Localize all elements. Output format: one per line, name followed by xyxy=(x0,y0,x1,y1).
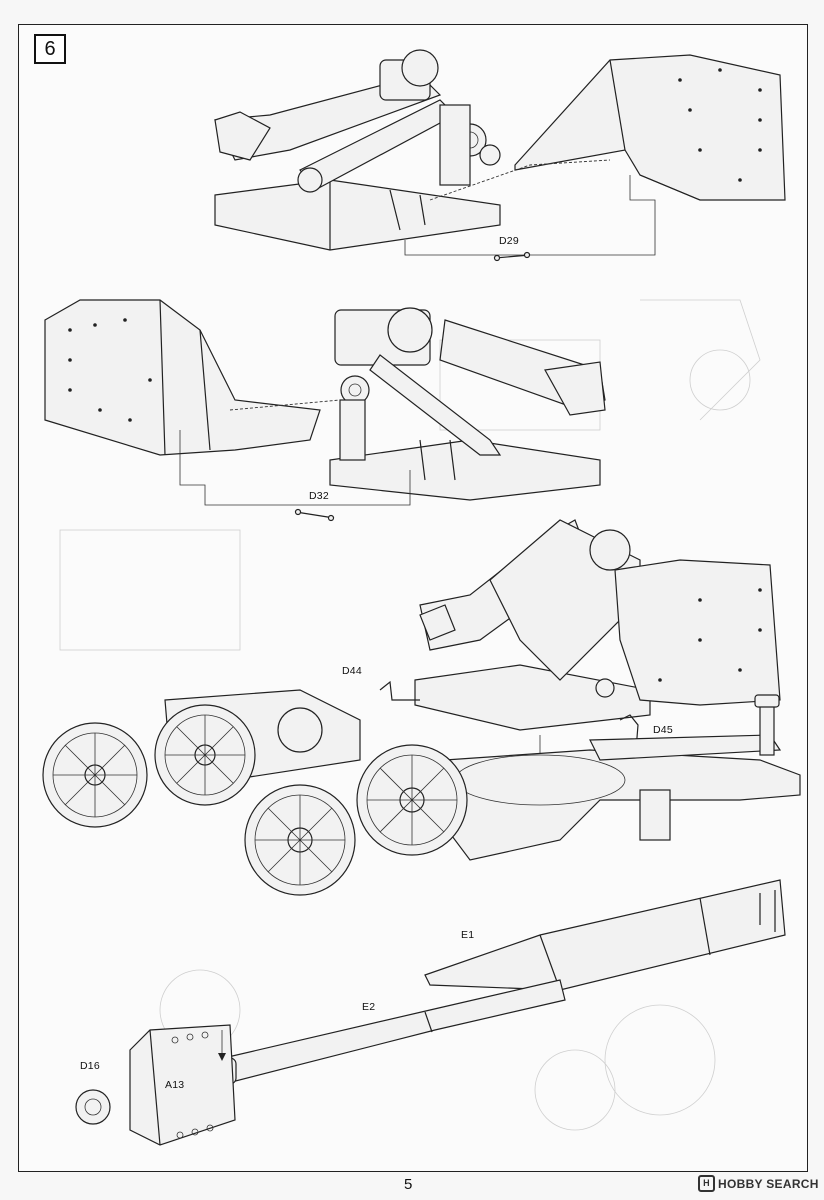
watermark-text: HOBBY SEARCH xyxy=(718,1176,819,1191)
part-d45-bracket xyxy=(619,714,639,751)
upper-carriage-assembled xyxy=(414,519,781,731)
barrel-e2 xyxy=(207,979,566,1086)
label-d29: D29 xyxy=(499,235,519,247)
part-d16-cap xyxy=(75,1089,111,1125)
muzzle-brake-a13 xyxy=(129,1024,236,1146)
shield-left-middle xyxy=(44,299,321,456)
label-d44: D44 xyxy=(342,665,362,677)
upper-carriage-top xyxy=(214,49,501,251)
part-d32-pin xyxy=(294,508,335,522)
shield-right-top xyxy=(514,54,786,201)
part-d44-bracket xyxy=(379,680,420,701)
part-d29-pin xyxy=(493,251,531,262)
label-d32: D32 xyxy=(309,490,329,502)
barrel-half-e1 xyxy=(424,879,786,991)
watermark: H HOBBY SEARCH xyxy=(698,1175,819,1192)
label-e1: E1 xyxy=(461,929,475,941)
upper-carriage-middle xyxy=(329,307,606,501)
step-number-box: 6 xyxy=(34,34,66,64)
label-a13: A13 xyxy=(165,1079,185,1091)
label-e2: E2 xyxy=(362,1001,376,1013)
wheels xyxy=(42,704,468,896)
page-number: 5 xyxy=(404,1176,413,1193)
watermark-logo-icon: H xyxy=(698,1175,715,1192)
label-d45: D45 xyxy=(653,724,673,736)
bleed-through-ghost xyxy=(59,299,761,1131)
label-d16: D16 xyxy=(80,1060,100,1072)
